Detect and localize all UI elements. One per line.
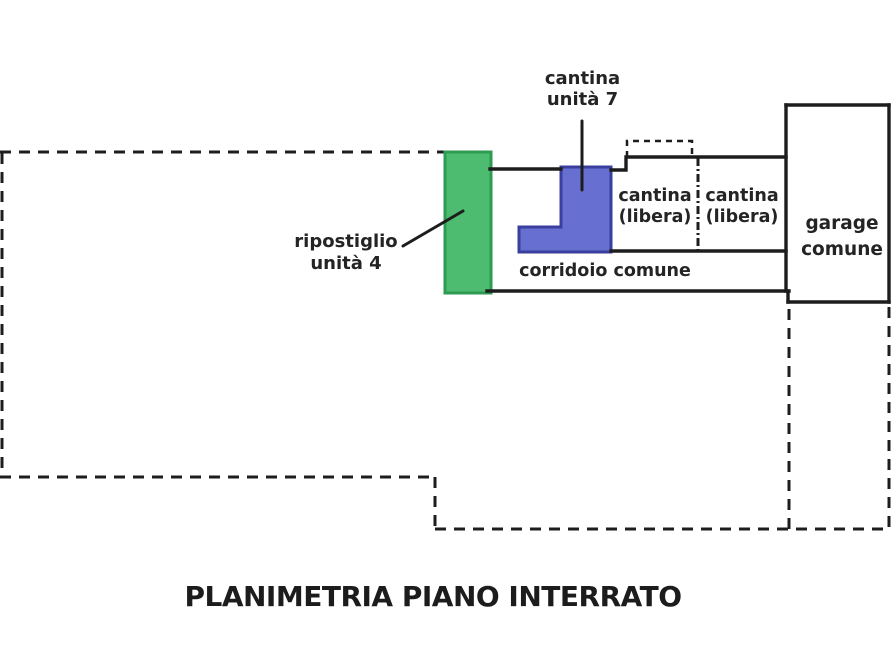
ripostiglio-unit4-label-line2: unità 4 [310, 253, 382, 274]
ripostiglio-unit4-leader-line [401, 209, 465, 248]
cantina-libera-left-label-line1: cantina [618, 186, 692, 206]
cantina-unit7-highlight [517, 165, 613, 254]
cantina-libera-right-label: cantina (libera) [699, 186, 785, 228]
cantina-libera-left-label-line2: (libera) [618, 207, 692, 227]
cantina-libera-right-label-line1: cantina [705, 186, 779, 206]
ripostiglio-unit4-highlight [443, 150, 493, 295]
cantina-unit7-label: cantina unità 7 [505, 68, 660, 110]
garage-comune-label: garage comune [797, 211, 887, 263]
cantina-libera-left-label: cantina (libera) [612, 186, 698, 228]
perimeter-dashed-outline [0, 150, 891, 531]
dashed-annex-outline [625, 139, 694, 157]
cantina-libera-right-label-line2: (libera) [705, 207, 779, 227]
interior-walls [485, 103, 891, 304]
page-title: PLANIMETRIA PIANO INTERRATO [184, 580, 682, 613]
annex-dashed-box [625, 139, 694, 157]
garage-comune-label-line2: comune [801, 239, 883, 260]
garage-comune-label-line1: garage [805, 213, 879, 234]
cantina-top-wall-step [609, 155, 788, 172]
leader-lines [401, 119, 584, 248]
ripostiglio-unit4-label-line1: ripostiglio [294, 231, 398, 252]
corridoio-comune-label: corridoio comune [519, 261, 691, 281]
cantina-unit7-label-line1: cantina [544, 68, 621, 89]
ripostiglio-unit4-label: ripostiglio unità 4 [290, 231, 402, 275]
cantina-unit7-label-line2: unità 7 [546, 89, 619, 110]
